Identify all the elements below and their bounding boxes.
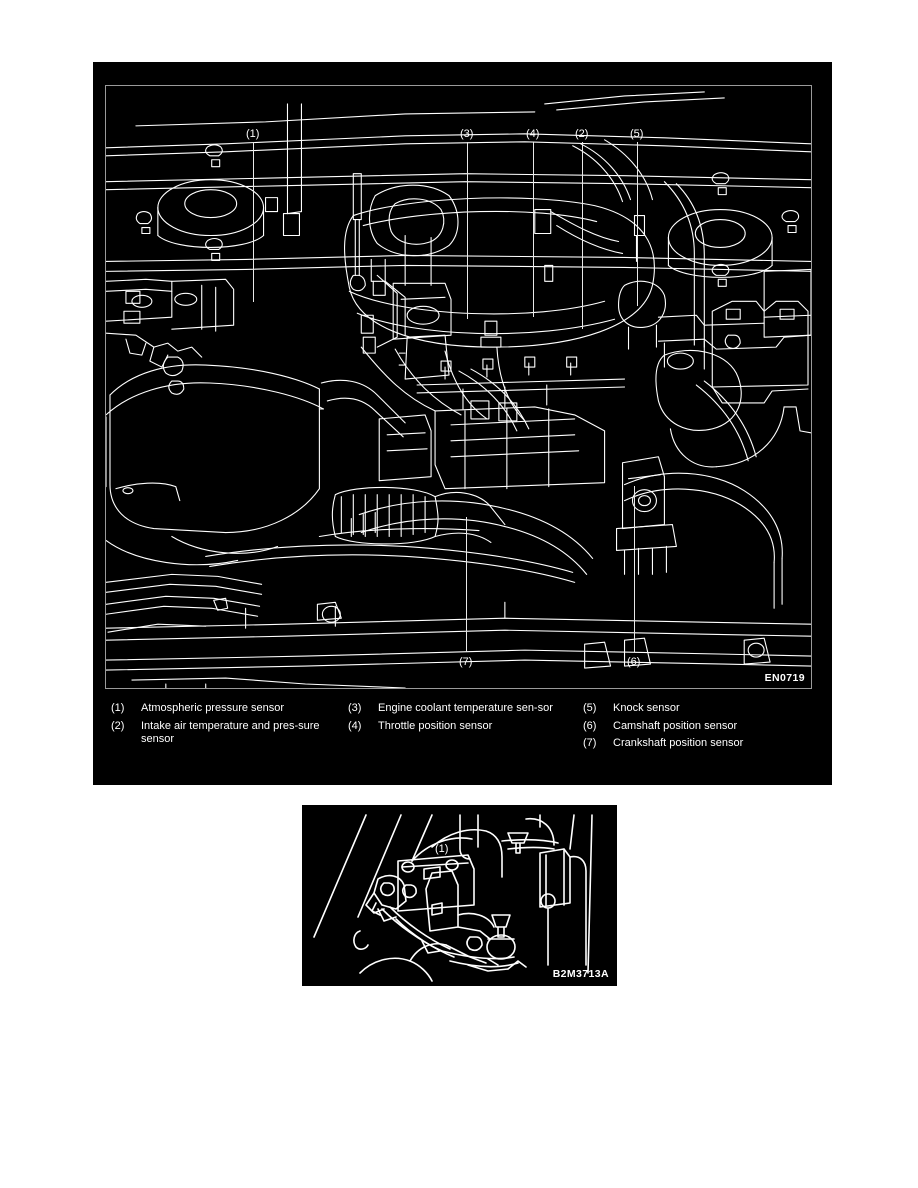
engine-illustration-frame: (1) (3) (4) (2) (5) (7) (6) EN0719: [105, 85, 812, 689]
legend-label: Atmospheric pressure sensor: [141, 702, 285, 714]
callout-5-leader: [637, 142, 638, 306]
callout-3: (3): [460, 128, 474, 140]
legend-item: (7) Crankshaft position sensor: [583, 737, 813, 751]
callout-6: (6): [627, 656, 641, 668]
legend-column-2: (3) Engine coolant temperature sen-­sor …: [348, 702, 578, 737]
detail-callout-1: (1): [435, 843, 449, 855]
main-figure-panel: (1) (3) (4) (2) (5) (7) (6) EN0719 (1) A…: [93, 62, 832, 785]
legend-number: (3): [348, 702, 362, 714]
figure-code-detail: B2M3713A: [552, 968, 609, 980]
legend-item: (6) Camshaft position sensor: [583, 720, 813, 734]
legend: (1) Atmospheric pressure sensor (2) Inta…: [105, 702, 817, 774]
callout-5: (5): [630, 128, 644, 140]
legend-column-3: (5) Knock sensor (6) Camshaft position s…: [583, 702, 813, 755]
atmospheric-pressure-sensor-line-art: [313, 814, 593, 982]
legend-number: (6): [583, 719, 597, 732]
legend-label: Camshaft position sensor: [613, 719, 738, 732]
legend-item: (5) Knock sensor: [583, 702, 813, 716]
legend-label: Knock sensor: [613, 702, 680, 714]
legend-item: (2) Intake air temperature and pres-­sur…: [111, 720, 341, 747]
legend-label: Intake air temperature and pres-­sure se…: [141, 719, 320, 746]
callout-7: (7): [459, 656, 473, 668]
legend-number: (5): [583, 702, 597, 714]
legend-item: (4) Throttle position sensor: [348, 720, 578, 734]
legend-label: Crankshaft position sensor: [613, 737, 744, 749]
legend-label: Engine coolant temperature sen-­sor: [378, 702, 553, 714]
legend-number: (2): [111, 719, 125, 732]
callout-6-leader: [634, 486, 635, 652]
callout-4: (4): [526, 128, 540, 140]
callout-2-leader: [582, 142, 583, 329]
callout-7-leader: [466, 517, 467, 652]
detail-figure-panel: (1) B2M3713A: [302, 805, 617, 986]
legend-number: (4): [348, 719, 362, 732]
legend-number: (7): [583, 737, 597, 749]
callout-1-leader: [253, 142, 254, 302]
legend-item: (1) Atmospheric pressure sensor: [111, 702, 341, 716]
figure-code-main: EN0719: [764, 672, 805, 684]
callout-2: (2): [575, 128, 589, 140]
engine-bay-line-art: [106, 91, 811, 688]
callout-3-leader: [467, 142, 468, 319]
legend-item: (3) Engine coolant temperature sen-­sor: [348, 702, 578, 716]
callout-4-leader: [533, 142, 534, 317]
legend-number: (1): [111, 702, 125, 714]
legend-column-1: (1) Atmospheric pressure sensor (2) Inta…: [111, 702, 341, 751]
legend-label: Throttle position sensor: [378, 719, 493, 732]
callout-1: (1): [246, 128, 260, 140]
